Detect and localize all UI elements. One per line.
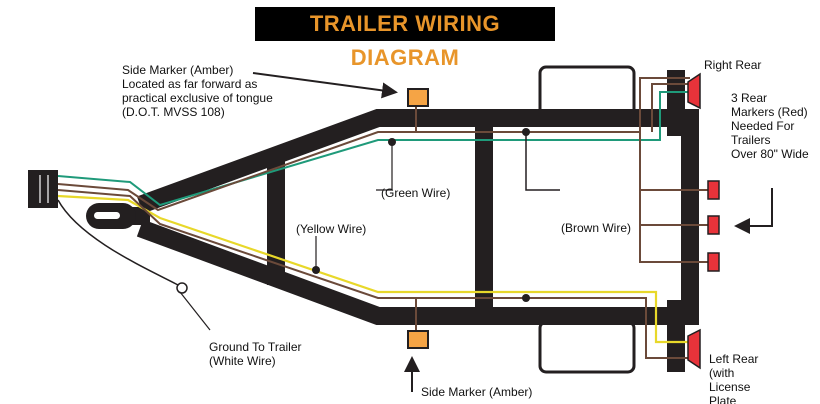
trailer-frame: [95, 70, 699, 372]
label-rear-markers: 3 Rear Markers (Red) Needed For Trailers…: [731, 91, 809, 161]
label-ground: Ground To Trailer (White Wire): [209, 340, 302, 368]
label-green-wire: (Green Wire): [381, 186, 451, 200]
side-marker-front: [407, 88, 429, 107]
coupler-hole: [94, 212, 120, 219]
arrow-rear-markers: [734, 188, 773, 234]
brown-wire-top2: [651, 83, 690, 132]
right-wheel: [538, 65, 636, 117]
brown-wire-cross: [525, 132, 560, 191]
left-rear-lamp: [687, 328, 701, 370]
green-wire: [57, 91, 690, 207]
yellow-wire: [57, 194, 690, 344]
label-brown-wire: (Brown Wire): [561, 221, 632, 235]
side-marker-rear: [407, 330, 429, 349]
right-rear-lamp: [687, 72, 701, 110]
rear-marker-2: [707, 215, 720, 235]
arrow-front-marker: [252, 72, 398, 99]
rear-marker-3: [707, 252, 720, 272]
diagram-title: TRAILER WIRING DIAGRAM: [255, 7, 555, 70]
brown-wire-top: [57, 77, 690, 212]
left-wheel: [538, 320, 636, 374]
label-yellow-wire: (Yellow Wire): [296, 222, 367, 236]
brown-wire-bottom: [57, 189, 690, 359]
label-right-rear: Right Rear: [704, 58, 762, 72]
rear-marker-1: [707, 180, 720, 200]
ground-wire: [57, 199, 181, 287]
label-side-marker-front: Side Marker (Amber) Located as far forwa…: [122, 63, 273, 119]
ground-terminal: [176, 282, 188, 294]
plug-connector: [28, 170, 58, 208]
label-left-rear: Left Rear (with License Plate: [709, 352, 759, 404]
label-side-marker-rear: Side Marker (Amber): [421, 385, 533, 399]
